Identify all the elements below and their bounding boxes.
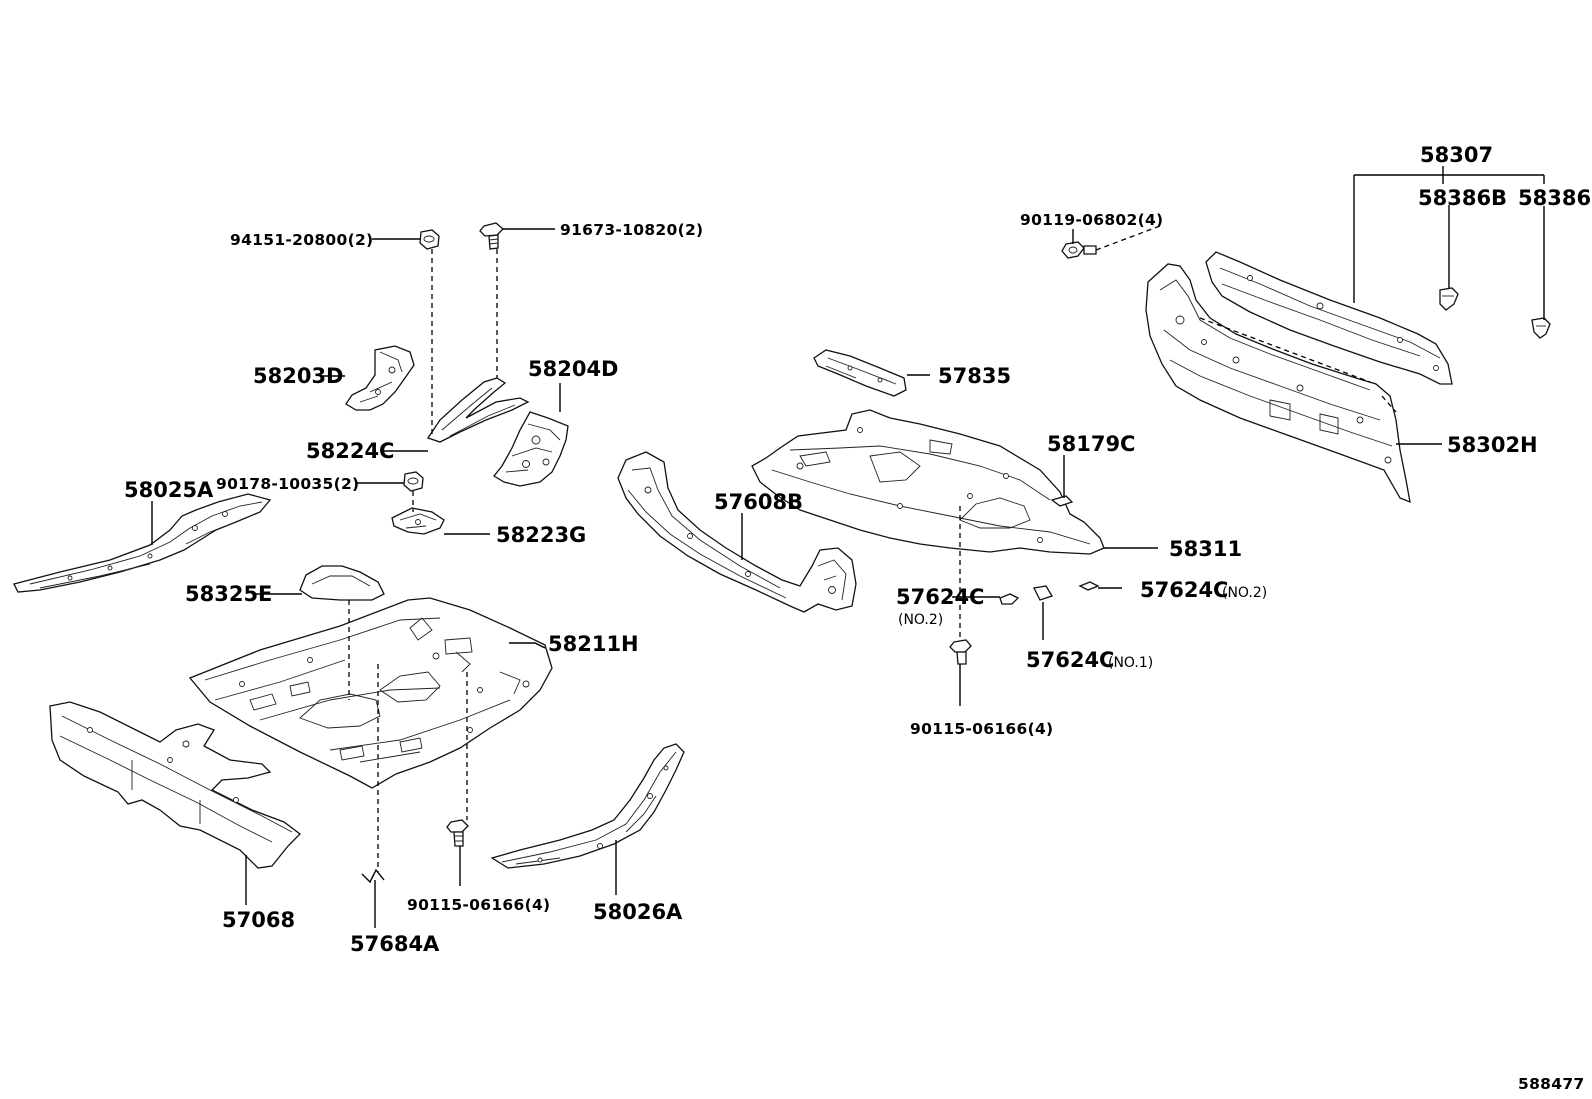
part-58302H xyxy=(1145,263,1411,504)
part-58179C xyxy=(1050,495,1074,507)
bolt-90115-left xyxy=(446,819,469,847)
label-91673: 91673-10820(2) xyxy=(560,221,703,239)
part-57835 xyxy=(813,349,907,397)
part-57624C-b xyxy=(1033,585,1053,601)
part-58025A xyxy=(13,493,272,593)
label-58386B-a: 58386B xyxy=(1418,186,1507,210)
label-57835: 57835 xyxy=(938,364,1011,388)
label-90178: 90178-10035(2) xyxy=(216,475,359,493)
label-58203D: 58203D xyxy=(253,364,344,388)
part-57068 xyxy=(49,701,301,869)
part-57684A xyxy=(361,868,385,884)
label-57684A: 57684A xyxy=(350,932,440,956)
part-58224C xyxy=(426,377,530,443)
part-57624C-c xyxy=(1078,581,1100,591)
label-58211H: 58211H xyxy=(548,632,639,656)
part-58204D xyxy=(493,411,569,487)
part-58386B-a xyxy=(1439,287,1459,311)
label-57068: 57068 xyxy=(222,908,295,932)
label-58204D: 58204D xyxy=(528,357,619,381)
part-57624C-a xyxy=(999,593,1020,605)
part-58307 xyxy=(1205,251,1453,385)
label-58025A: 58025A xyxy=(124,478,214,502)
part-58026A xyxy=(490,743,685,869)
label-57624C-c-note: (NO.1) xyxy=(1108,655,1153,671)
label-58224C: 58224C xyxy=(306,439,394,463)
label-58325E: 58325E xyxy=(185,582,272,606)
label-58302H: 58302H xyxy=(1447,433,1538,457)
label-57624C-a: 57624C xyxy=(896,585,984,609)
bolt-90115-center xyxy=(949,639,972,665)
diagram-number: 588477 xyxy=(1518,1075,1585,1093)
part-58311 xyxy=(751,409,1105,555)
label-90115-center: 90115-06166(4) xyxy=(910,720,1053,738)
label-58223G: 58223G xyxy=(496,523,586,547)
part-58325E xyxy=(299,565,385,601)
bolt-90119 xyxy=(1061,241,1097,259)
part-58386B-b xyxy=(1531,317,1551,339)
assembly-dashed-lines xyxy=(348,225,1397,872)
part-labels: 94151-20800(2) 91673-10820(2) 58203D 582… xyxy=(124,143,1592,1093)
label-90115-left: 90115-06166(4) xyxy=(407,896,550,914)
label-58026A: 58026A xyxy=(593,900,683,924)
label-58311: 58311 xyxy=(1169,537,1242,561)
part-58203D xyxy=(345,345,415,411)
label-57624C-a-note: (NO.2) xyxy=(898,612,943,628)
part-58211H xyxy=(188,597,553,789)
label-58179C: 58179C xyxy=(1047,432,1135,456)
leader-lines xyxy=(151,166,1545,928)
label-58386B-b: 58386B xyxy=(1518,186,1592,210)
nut-94151 xyxy=(419,229,440,250)
label-57624C-b-note: (NO.2) xyxy=(1222,585,1267,601)
label-90119: 90119-06802(4) xyxy=(1020,211,1163,229)
label-58307: 58307 xyxy=(1420,143,1493,167)
part-58223G xyxy=(391,507,445,535)
label-57624C-b: 57624C xyxy=(1140,578,1228,602)
part-57608B xyxy=(617,451,857,613)
nut-90178 xyxy=(403,471,424,492)
label-57624C-c: 57624C xyxy=(1026,648,1114,672)
label-94151: 94151-20800(2) xyxy=(230,231,373,249)
bolt-91673 xyxy=(479,222,504,250)
label-57608B: 57608B xyxy=(714,490,803,514)
